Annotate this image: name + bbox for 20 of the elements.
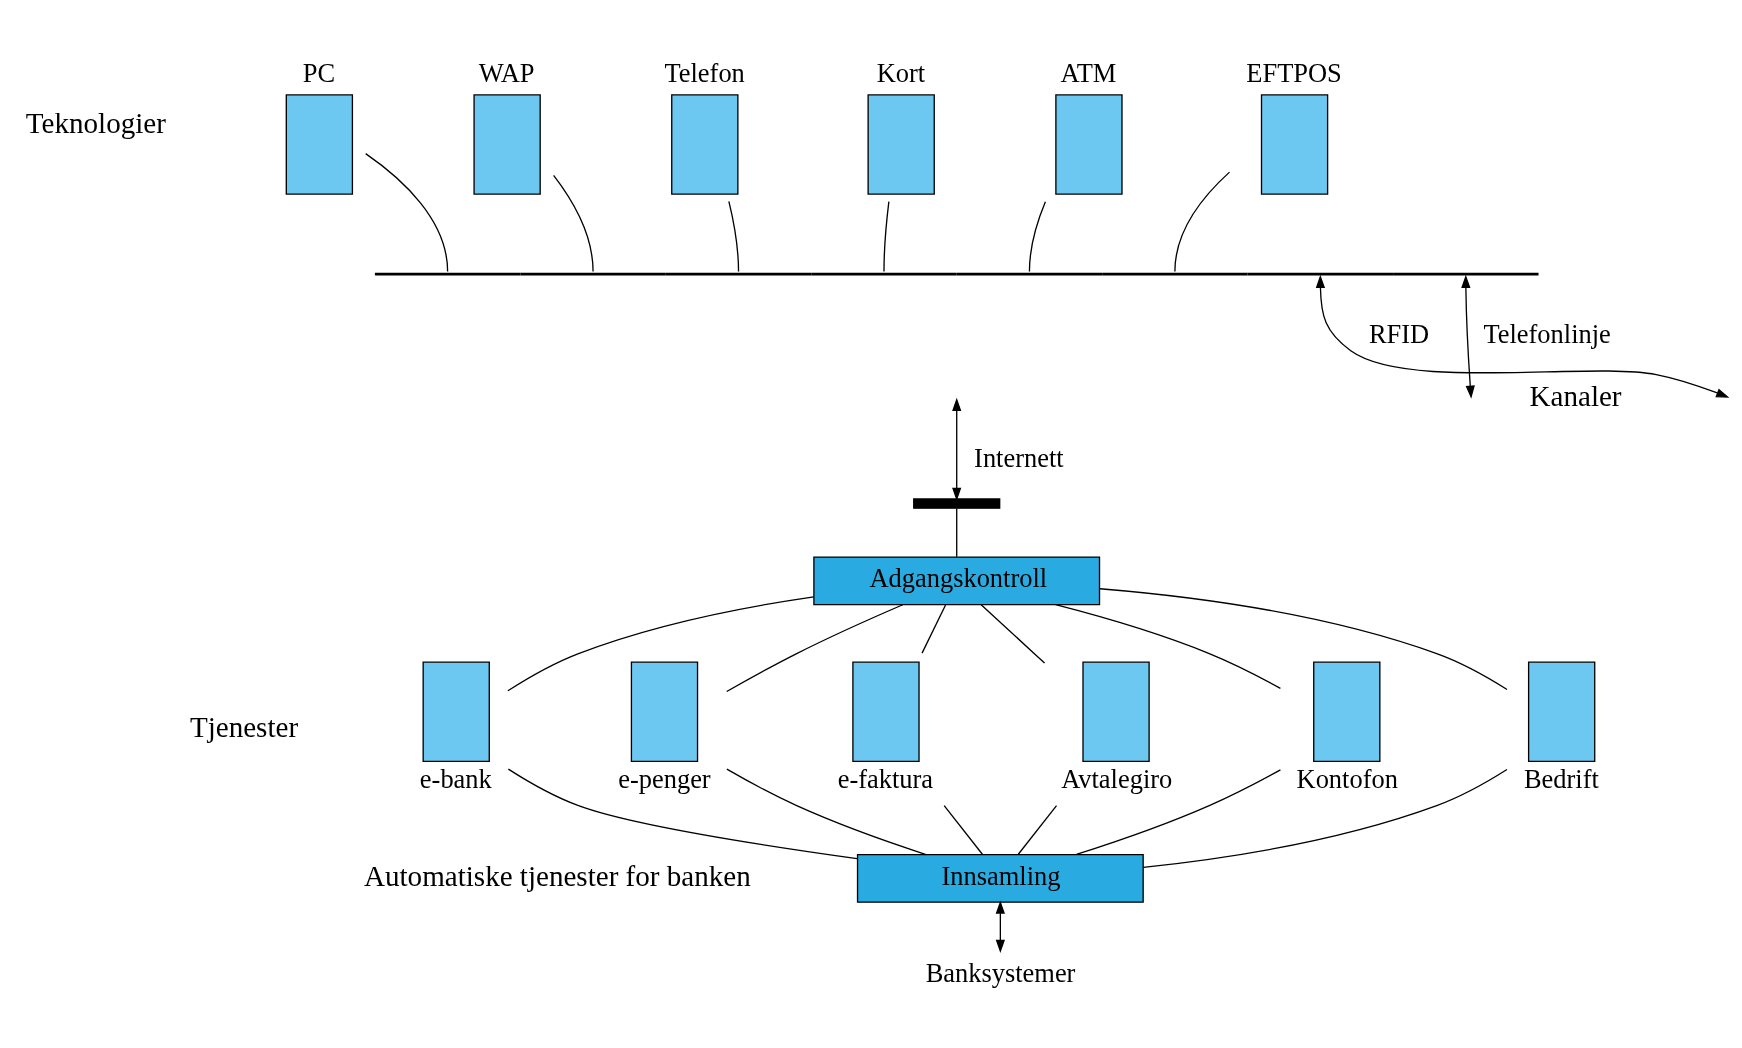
edge-label: Telefonlinje [1483, 318, 1611, 349]
label: Tjenester [189, 711, 299, 744]
label: Automatiske tjenester for banken [363, 859, 751, 892]
node-label: Telefon [664, 57, 745, 88]
node-label: EFTPOS [1246, 57, 1342, 88]
edge-label: Internett [974, 443, 1064, 474]
node-label: WAP [478, 57, 535, 88]
node-label: e-faktura [837, 763, 934, 794]
node-text: Banksystemer [925, 957, 1076, 988]
node-label: Kort [876, 57, 926, 88]
label: Kanaler [1529, 379, 1622, 412]
node-label: e-bank [419, 763, 492, 794]
edge-label: RFID [1368, 318, 1430, 349]
node-label: Avtalegiro [1061, 763, 1173, 794]
node-label: ATM [1060, 57, 1117, 88]
node-label: Kontofon [1296, 763, 1398, 794]
node-label: PC [302, 57, 336, 88]
node-label: e-penger [618, 763, 711, 794]
label: Teknologier [25, 106, 166, 139]
node-label: Bedrift [1523, 763, 1599, 794]
